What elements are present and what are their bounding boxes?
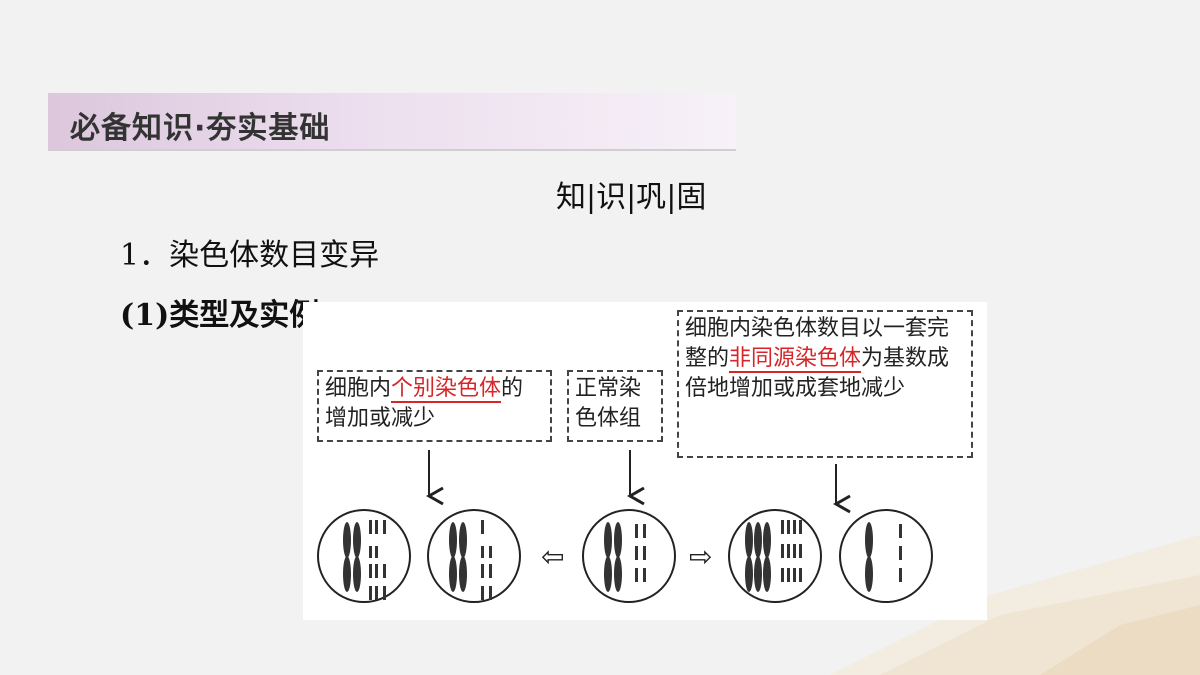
box3-prefix: 细胞内染色体数目以一套完整的 — [685, 316, 950, 371]
book-decoration — [830, 535, 1200, 675]
arrow-left-icon: ⇦ — [541, 540, 565, 573]
banner-title: 必备知识·夯实基础 — [70, 111, 331, 146]
note-box-polyploidy: 细胞内染色体数目以一套完整的非同源染色体为基数成倍地增加或成套地减少 — [677, 310, 973, 458]
note-box-normal: 正常染色体组 — [567, 370, 663, 442]
heading-2: (1)类型及实例 — [120, 298, 320, 333]
cell-aneuploid-2 — [427, 509, 521, 603]
diagram-graphics — [317, 450, 933, 603]
chromosome-diagram: 细胞内个别染色体的增加或减少 正常染色体组 细胞内染色体数目以一套完整的非同源染… — [303, 302, 987, 620]
cell-polyploid — [728, 509, 822, 603]
box1-prefix: 细胞内 — [325, 376, 392, 401]
cell-aneuploid-1 — [317, 509, 411, 603]
box1-suffix: 的增加或减少 — [325, 376, 524, 431]
subheading: 知|识|巩|固 — [556, 180, 707, 215]
note-box-aneuploidy: 细胞内个别染色体的增加或减少 — [317, 370, 552, 442]
cell-monoploid — [839, 509, 933, 603]
box2-text: 正常染色体组 — [575, 376, 642, 431]
cell-normal — [582, 509, 676, 603]
box3-highlight: 非同源染色体 — [729, 346, 862, 373]
section-banner: 必备知识·夯实基础 — [48, 93, 736, 151]
box1-highlight: 个别染色体 — [391, 376, 502, 403]
arrow-right-icon: ⇨ — [689, 540, 713, 573]
heading-1: 1．染色体数目变异 — [120, 238, 380, 273]
box3-suffix: 为基数成倍地增加或成套地减少 — [685, 346, 950, 401]
